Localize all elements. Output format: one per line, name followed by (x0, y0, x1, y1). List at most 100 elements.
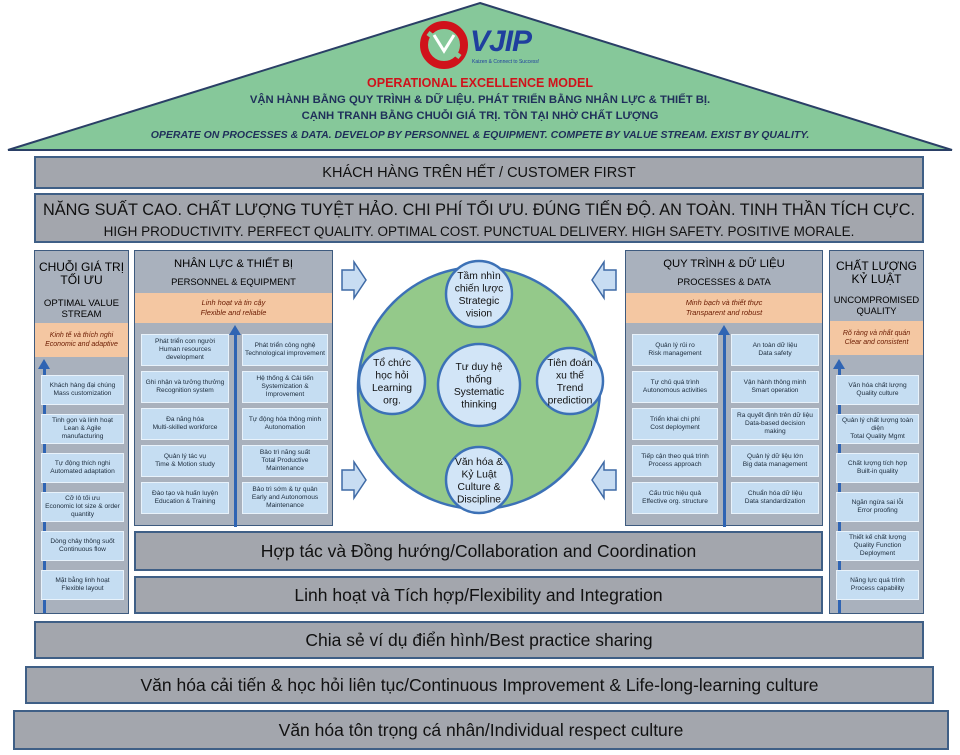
pillar-item-vi: Ra quyết định trên dữ liệu (737, 411, 813, 419)
value-stream-title-en-2: STREAM (61, 309, 102, 320)
circle-label-bottom: Văn hóa & (455, 457, 503, 468)
pillar-item-vi: Ngăn ngừa sai lỗi (851, 498, 904, 506)
vjip-logo: VJIP Kaizen & Connect to Success! (420, 21, 550, 71)
pillar-item-en: Multi-skilled workforce (152, 424, 218, 431)
core-circle (436, 342, 522, 428)
quality-subtitle: Rõ ràng và nhất quán Clear and consisten… (830, 321, 923, 355)
pillar-item-vi: Phát triển con người (154, 337, 216, 345)
quality-sub-en: Clear and consistent (844, 339, 909, 346)
personnel-sub-vi: Linh hoạt và tin cậy (201, 298, 266, 308)
processes-title-en: PROCESSES & DATA (677, 275, 771, 287)
pillar-processes: QUY TRÌNH & DỮ LIỆU PROCESSES & DATA Min… (625, 250, 823, 527)
processes-subtitle: Minh bạch và thiết thực Transparent and … (626, 293, 822, 323)
pillar-item-vi: Cỡ lô tối ưu (65, 494, 100, 502)
model-title: OPERATIONAL EXCELLENCE MODEL (367, 76, 593, 90)
pillar-item-vi: Hệ thống & Cải tiến (256, 374, 314, 382)
up-arrow-icon (833, 359, 845, 369)
pillar-item-vi: Quản lý chất lượng toàn diện (841, 416, 914, 432)
circle-label-core: Systematic (454, 387, 504, 398)
pillar-item-vi: Mặt bằng linh hoạt (55, 576, 110, 584)
pillar-item-vi: Tự chủ quá trình (650, 378, 700, 386)
personnel-title-vi: NHÂN LỰC & THIẾT BỊ (173, 258, 294, 270)
goals-en: HIGH PRODUCTIVITY. PERFECT QUALITY. OPTI… (103, 223, 855, 239)
goals-vi: NĂNG SUẤT CAO. CHẤT LƯỢNG TUYỆT HẢO. CHI… (43, 200, 915, 219)
pillar-item-en: Process capability (850, 585, 905, 592)
pillar-item-en: Big data management (742, 461, 808, 468)
personnel-subtitle: Linh hoạt và tin cậy Flexible and reliab… (135, 293, 332, 323)
value-stream-title-en-1: OPTIMAL VALUE (43, 297, 120, 309)
pillar-item-en: Early and Autonomous Maintenance (251, 493, 319, 510)
personnel-sub-en: Flexible and reliable (200, 308, 267, 317)
pillar-item-vi: Tiếp cận theo quá trình (641, 452, 709, 460)
value-stream-subtitle: Kinh tế và thích nghi Economic and adapt… (35, 323, 128, 357)
quality-title-en-2: QUALITY (856, 305, 897, 316)
improvement-culture-bar: Văn hóa cải tiến & học hỏi liên tục/Cont… (25, 666, 934, 704)
goals-bar: NĂNG SUẤT CAO. CHẤT LƯỢNG TUYỆT HẢO. CHI… (34, 193, 924, 243)
circle-label-right: xu thế (556, 369, 584, 381)
pillar-item-en: Effective org. structure (642, 498, 708, 505)
circle-label-top: vision (466, 308, 493, 319)
pillar-item-en: Quality Function Deployment (853, 541, 902, 558)
pillar-item-vi: Bảo trì sớm & tự quản (252, 485, 318, 493)
pillar-item-en: Technological improvement (245, 350, 325, 357)
pillar-item-vi: Đa năng hóa (166, 415, 204, 423)
pillar-item-vi: Năng lực quá trình (850, 576, 905, 584)
pillar-item-en: Systemization & Improvement (261, 382, 309, 399)
processes-sub-en: Transparent and robust (685, 308, 763, 317)
arrow-bottom-left-icon (341, 459, 367, 501)
bottom-circle (444, 445, 514, 515)
up-arrow-shaft (838, 367, 841, 613)
up-arrow-shaft (43, 367, 46, 613)
pillar-item-en: Lean & Agile manufacturing (61, 424, 104, 441)
circle-label-core: thống (466, 373, 492, 385)
circle-label-left: org. (383, 395, 401, 406)
pillar-item-en: Continuous flow (59, 546, 106, 553)
pillar-item-vi: Cấu trúc hiệu quả (648, 489, 702, 497)
right-circle (535, 346, 605, 416)
circle-label-bottom: Kỷ Luật (462, 468, 497, 480)
roof-line-3: OPERATE ON PROCESSES & DATA. DEVELOP BY … (150, 129, 810, 141)
pillar-item-vi: Triển khai chi phí (650, 415, 700, 423)
pillar-item-vi: Thiết kế chất lượng (848, 533, 907, 541)
arrow-top-left-icon (341, 259, 367, 301)
pillar-item-vi: Tự động hóa thông minh (248, 415, 322, 423)
roof-line-2: CẠNH TRANH BẰNG CHUỖI GIÁ TRỊ. TỒN TẠI N… (301, 110, 659, 122)
logo-tagline: Kaizen & Connect to Success! (472, 59, 540, 65)
circle-label-bottom: Discipline (457, 494, 501, 505)
circle-label-top: Strategic (459, 296, 500, 307)
pillar-item-vi: Tự động thích nghi (54, 459, 111, 467)
pillar-item-en: Automated adaptation (50, 468, 115, 475)
circle-label-core: Tư duy hệ (456, 362, 503, 373)
pillar-item-en: Built-in quality (856, 468, 899, 475)
pillar-item-en: Smart operation (751, 387, 799, 394)
pillar-value-stream: CHUỖI GIÁ TRỊ TỐI ƯU OPTIMAL VALUE STREA… (34, 250, 129, 614)
processes-sub-vi: Minh bạch và thiết thực (685, 298, 763, 308)
value-stream-sub-en: Economic and adaptive (45, 341, 118, 348)
respect-culture-bar: Văn hóa tôn trọng cá nhân/Individual res… (13, 710, 949, 750)
circle-label-right: prediction (548, 395, 593, 406)
pillar-item-en: Economic lot size & order quantity (45, 502, 120, 519)
pillar-item-vi: Quản lý rủi ro (655, 341, 695, 349)
quality-sub-vi: Rõ ràng và nhất quán (842, 329, 911, 337)
pillar-item-en: Total Quality Mgmt (850, 433, 905, 441)
left-circle (357, 346, 427, 416)
